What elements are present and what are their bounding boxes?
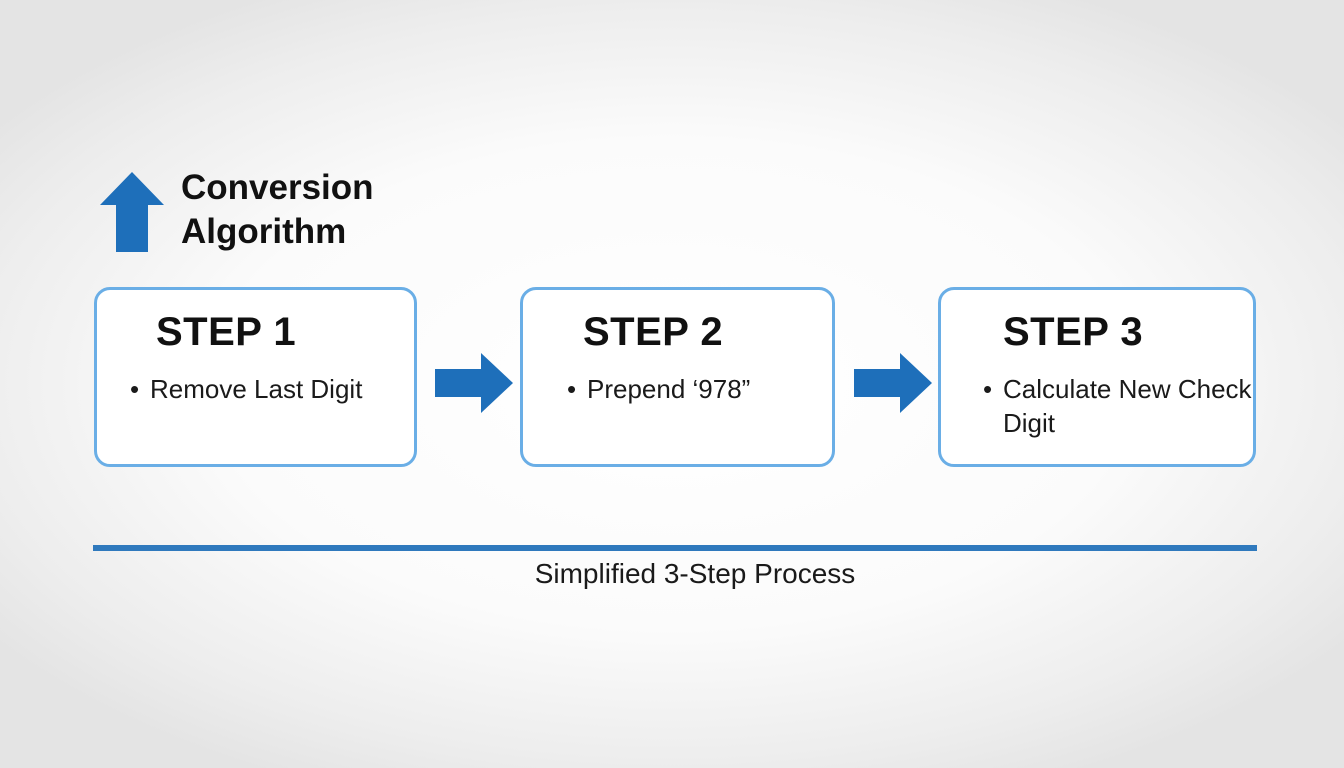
step-1-heading: STEP 1 xyxy=(156,310,297,354)
divider-line xyxy=(93,545,1257,551)
diagram-title-line-2: Algorithm xyxy=(181,212,347,251)
diagram-title: Conversion Algorithm xyxy=(181,166,374,254)
step-3-heading: STEP 3 xyxy=(1003,310,1144,354)
right-arrow-icon xyxy=(854,353,932,413)
diagram-title-line-1: Conversion xyxy=(181,168,374,207)
up-arrow-icon xyxy=(100,172,164,252)
step-1-bullet: Remove Last Digit xyxy=(130,372,420,406)
step-2-bullet: Prepend ‘978” xyxy=(567,372,837,406)
step-3-box: STEP 3 Calculate New Check Digit xyxy=(938,287,1256,467)
step-2-box: STEP 2 Prepend ‘978” xyxy=(520,287,835,467)
step-3-bullet: Calculate New Check Digit xyxy=(983,372,1258,440)
step-1-box: STEP 1 Remove Last Digit xyxy=(94,287,417,467)
diagram-caption: Simplified 3-Step Process xyxy=(534,558,856,589)
right-arrow-icon xyxy=(435,353,513,413)
step-2-heading: STEP 2 xyxy=(583,310,724,354)
